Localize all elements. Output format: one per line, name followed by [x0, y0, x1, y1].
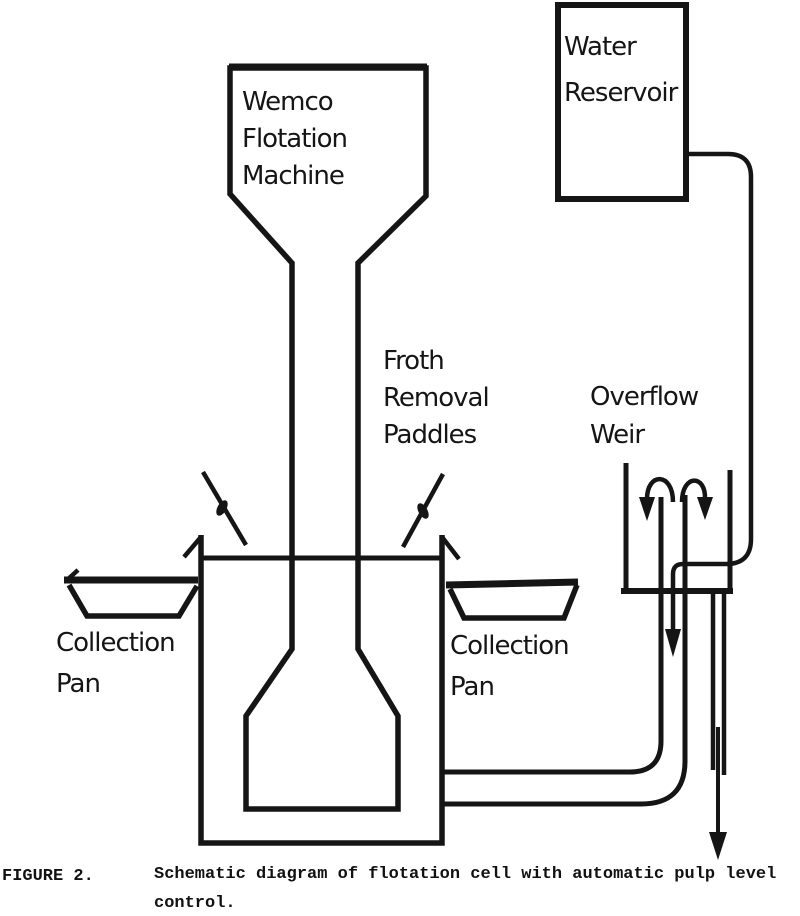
tank-lip-right: [440, 535, 461, 561]
pan-left-rim-tip: [64, 568, 80, 583]
pan-right-rim: [445, 578, 579, 589]
discharge-flow-arrow-icon: [709, 727, 727, 860]
overflow-weir-box: [621, 463, 733, 594]
overflow-arrow-right-head: [697, 497, 713, 520]
riser-wall-inner: [441, 497, 664, 775]
feed-flow-arrowhead-icon: [665, 629, 681, 657]
tank-lip-left: [182, 535, 203, 559]
water-reservoir-label: Water Reservoir: [564, 32, 678, 108]
figure-number: FIGURE 2.: [2, 867, 94, 886]
collection-pan-left: [64, 568, 200, 619]
flotation-cell-tank: [182, 535, 461, 846]
discharge-arrow-head: [709, 832, 727, 860]
overflow-arrow-right-icon: [679, 478, 713, 520]
froth-paddle-left: [201, 470, 248, 547]
discharge-pipe: [710, 592, 727, 775]
collection-pan-right: [445, 578, 580, 621]
paddle-left-hub: [216, 500, 228, 516]
flotation-machine-label: Wemco Flotation Machine: [242, 87, 348, 191]
pan-right-body: [447, 583, 580, 621]
froth-paddle-right: [401, 472, 445, 549]
overflow-weir-label: Overflow Weir: [590, 382, 699, 450]
figure-caption: Schematic diagram of flotation cell with…: [154, 865, 777, 913]
paddle-right-hub: [417, 503, 429, 519]
feed-pipe-line: [670, 151, 754, 631]
overflow-arrow-right-arc: [679, 478, 708, 503]
flotation-machine: [227, 63, 429, 812]
overflow-arrow-left-arc: [644, 476, 676, 503]
overflow-arrow-left-head: [639, 497, 655, 521]
pan-left-body: [66, 583, 200, 619]
collection-pan-left-label: Collection Pan: [56, 628, 176, 699]
riser-wall-outer: [441, 495, 688, 807]
standpipe-riser-pipe: [441, 495, 688, 807]
tank-walls: [198, 535, 445, 846]
water-reservoir-box: [555, 2, 689, 202]
collection-pan-right-label: Collection Pan: [450, 631, 570, 702]
froth-paddles-label: Froth Removal Paddles: [383, 346, 490, 450]
overflow-arrow-left-icon: [639, 476, 676, 521]
water-reservoir: [555, 2, 689, 202]
reservoir-feed-pipe: [665, 151, 754, 657]
